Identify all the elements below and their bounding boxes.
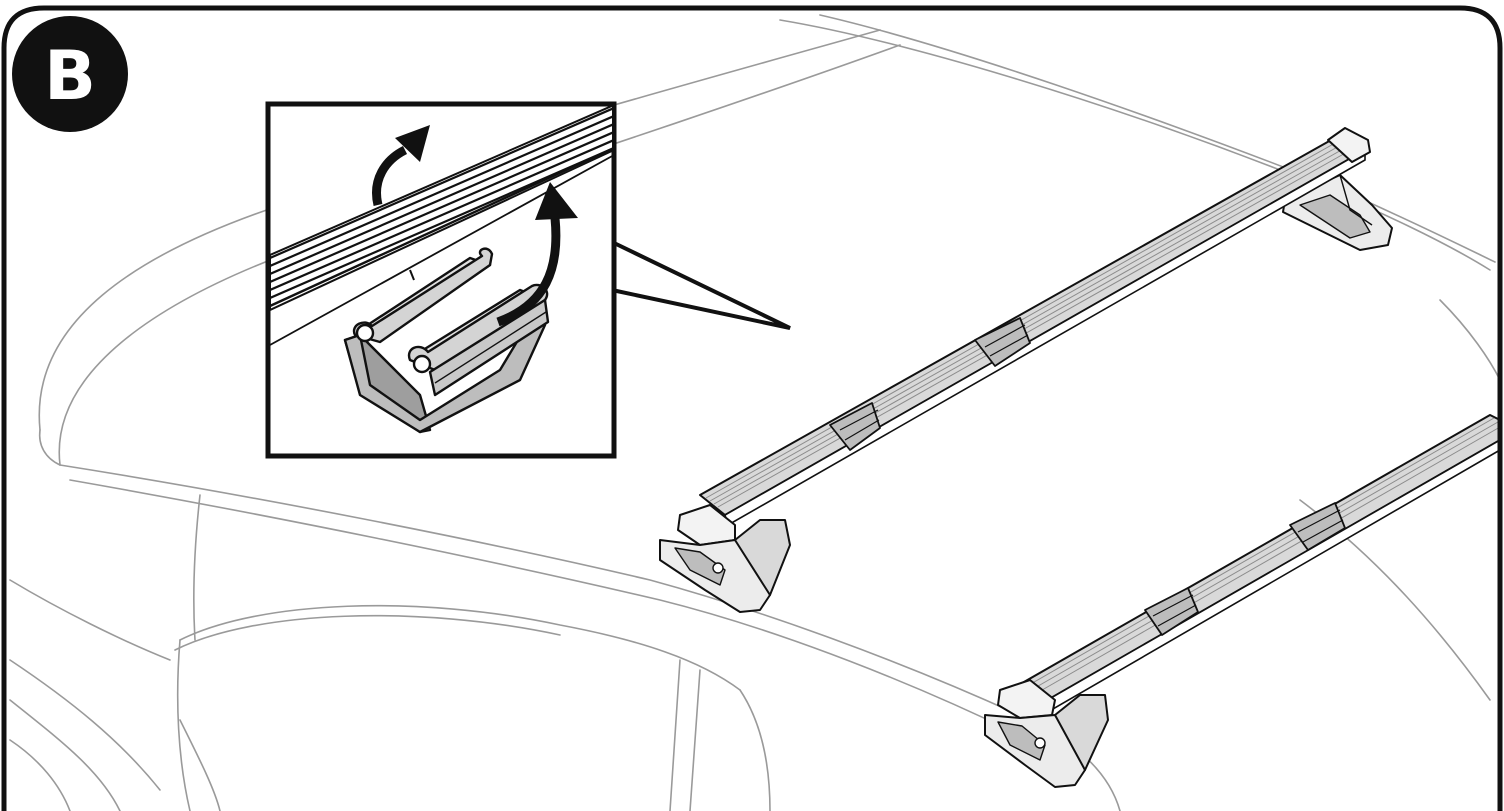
detail-inset [265, 101, 617, 459]
bar-clip [1289, 502, 1346, 551]
bar-clip [1144, 587, 1199, 636]
near-end-foot [659, 504, 791, 613]
car-body-outline [9, 14, 1501, 811]
curved-arrow-up-icon [496, 182, 578, 327]
front-roof-bar [659, 127, 1393, 613]
callout-pointer [611, 240, 791, 330]
bar-clip [974, 317, 1031, 367]
rear-roof-bar [984, 414, 1501, 788]
step-label: B [44, 37, 96, 116]
bar-clip [829, 402, 881, 451]
far-end-foot [1282, 174, 1393, 251]
curved-arrow-up-icon [372, 125, 430, 207]
step-b-badge-icon: B [12, 16, 128, 132]
panel-frame [1, 5, 1503, 811]
rear-near-foot [984, 679, 1109, 788]
t-slot-clip-detail [343, 247, 550, 434]
